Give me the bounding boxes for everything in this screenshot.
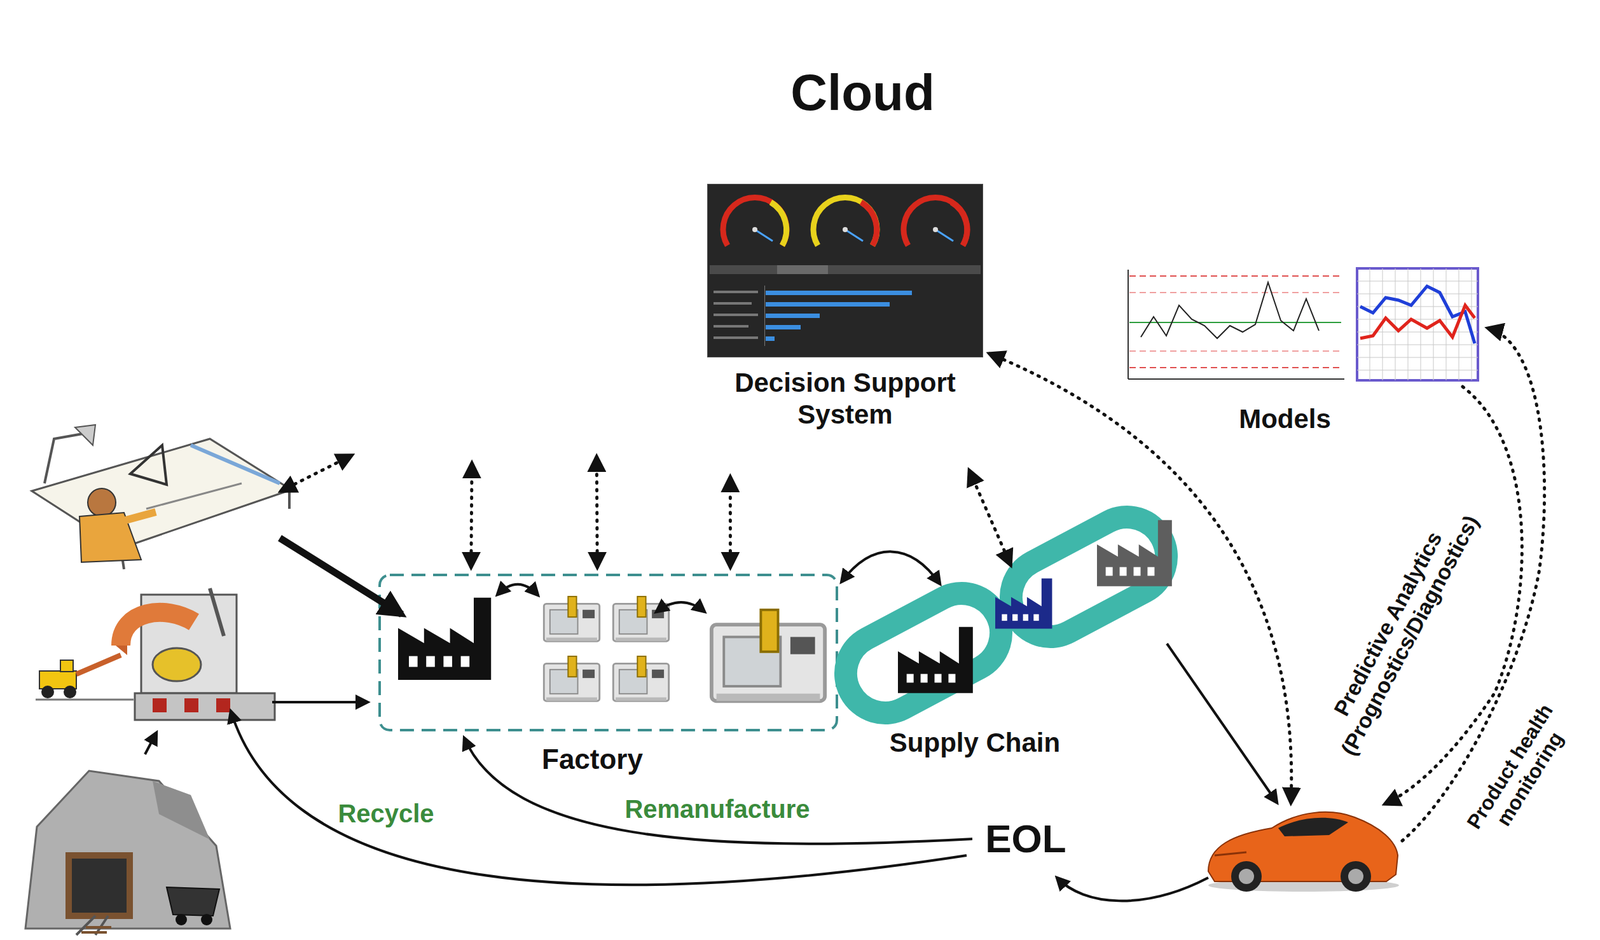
eol-label-node: EOL [979, 813, 1072, 864]
recycle-label: Recycle [337, 798, 434, 828]
dotted-connector [471, 462, 472, 568]
edge-label-holder: Remanufacture [624, 794, 810, 824]
analytics-label: Predictive Analytics (Prognostics/Diagno… [1302, 477, 1496, 782]
node-label: EOL [979, 813, 1072, 863]
monitoring-label-holder: Product health monitoring [1454, 687, 1585, 858]
dotted-connector [969, 470, 1011, 565]
cloud-region: CloudDecision Support SystemModels [108, 20, 1594, 481]
models-panel: Models [1115, 267, 1480, 434]
node-label: Models [1102, 404, 1468, 434]
car-illustration [1208, 812, 1400, 892]
decision-support-panel: Decision Support System [707, 183, 984, 430]
dotted-connector [596, 456, 598, 568]
flow-arrow [841, 551, 940, 584]
node-label: Decision Support System [707, 366, 984, 430]
recycle-label-holder: Recycle [337, 798, 434, 828]
node-label: Supply Chain [816, 728, 1134, 758]
monitoring-label: Product health monitoring [1454, 687, 1585, 858]
smelter-illustration [35, 588, 275, 720]
supply-chain-group: Supply Chain [867, 505, 1185, 725]
dotted-connector [728, 476, 732, 568]
designer-illustration [31, 424, 292, 570]
supply-chain-illustration [831, 503, 1181, 727]
flow-lines [144, 328, 1545, 901]
model-charts [1115, 267, 1480, 383]
node-label: Factory [363, 744, 821, 775]
mine-illustration [25, 770, 231, 935]
analytics-label-holder: Predictive Analytics (Prognostics/Diagno… [1302, 477, 1496, 782]
dashboard-image [707, 183, 984, 358]
factory-box: Factory [379, 574, 837, 731]
factory-contents [379, 574, 837, 731]
edge-label: Remanufacture [624, 794, 810, 824]
node-label: Cloud [120, 64, 1600, 121]
